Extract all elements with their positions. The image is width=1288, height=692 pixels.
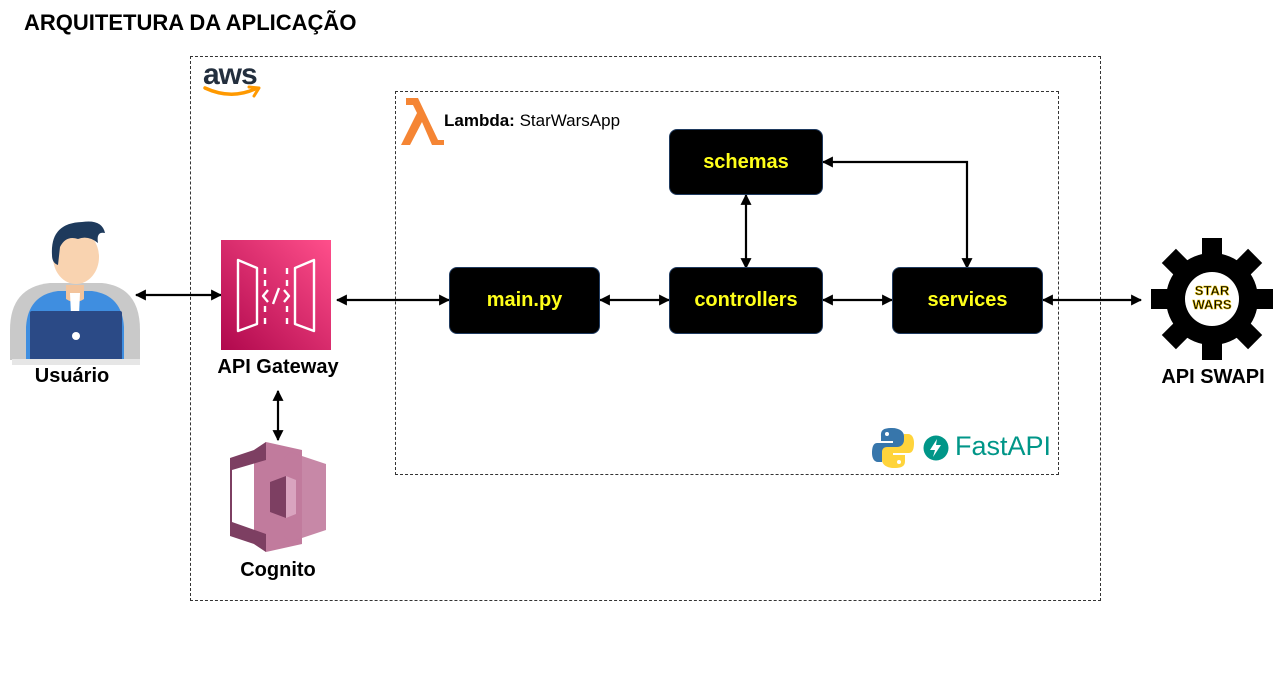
services-label: services bbox=[927, 289, 1008, 311]
arrow-services-schemas bbox=[821, 156, 973, 270]
lambda-name: StarWarsApp bbox=[519, 111, 621, 130]
schemas-label: schemas bbox=[703, 150, 789, 173]
cognito-label: Cognito bbox=[240, 559, 316, 581]
swapi-label: API SWAPI bbox=[1161, 366, 1265, 388]
lambda-prefix: Lambda: bbox=[444, 111, 515, 130]
star-wars-logo: STAR WARS bbox=[1172, 283, 1252, 312]
controllers-label: controllers bbox=[694, 289, 798, 311]
python-icon bbox=[872, 428, 914, 468]
cognito-icon bbox=[230, 442, 326, 552]
page-title: ARQUITETURA DA APLICAÇÃO bbox=[24, 10, 357, 35]
services-node: services bbox=[892, 267, 1043, 334]
aws-logo: aws bbox=[203, 58, 263, 102]
aws-logo-text: aws bbox=[203, 58, 258, 91]
fastapi-icon bbox=[923, 435, 949, 461]
controllers-node: controllers bbox=[669, 267, 823, 334]
user-icon bbox=[10, 221, 140, 365]
fastapi-label: FastAPI bbox=[955, 431, 1052, 461]
star-wars-line2: WARS bbox=[1192, 297, 1232, 312]
lambda-icon bbox=[401, 98, 444, 145]
aws-smile-icon bbox=[203, 85, 261, 98]
schemas-node: schemas bbox=[669, 129, 823, 195]
user-label: Usuário bbox=[34, 365, 110, 387]
star-wars-line1: STAR bbox=[1194, 283, 1230, 298]
lambda-label: Lambda: StarWarsApp bbox=[444, 111, 620, 131]
api-gateway-label: API Gateway bbox=[217, 356, 339, 378]
api-gateway-icon bbox=[221, 240, 331, 350]
swapi-gear-icon bbox=[1151, 238, 1273, 360]
main-py-node: main.py bbox=[449, 267, 600, 334]
lambda-boundary bbox=[395, 91, 1059, 475]
main-py-label: main.py bbox=[486, 289, 563, 311]
aws-boundary bbox=[190, 56, 1101, 601]
